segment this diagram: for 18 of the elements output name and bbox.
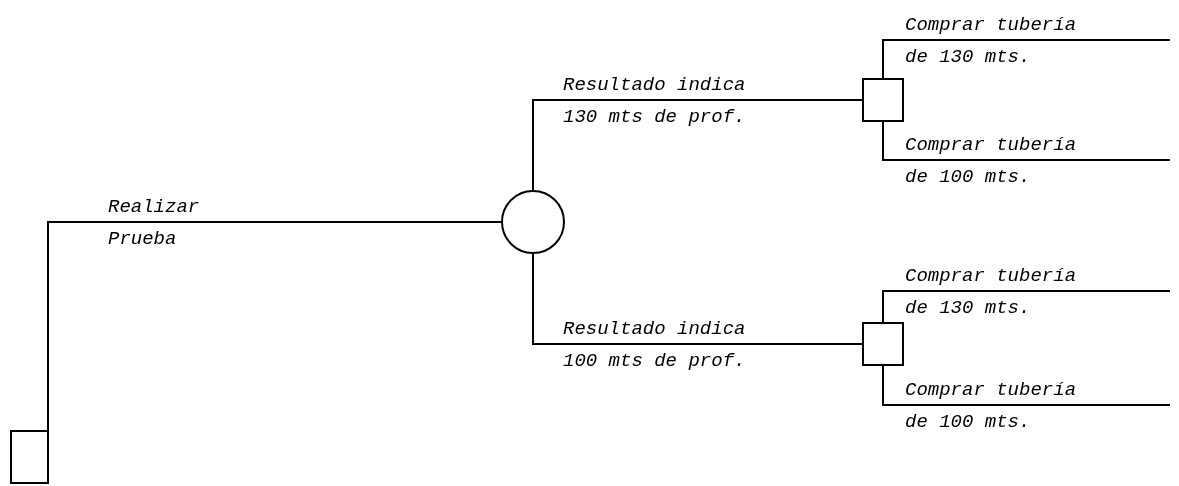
branch-line bbox=[882, 39, 1171, 79]
branch-line bbox=[882, 290, 1171, 323]
branch-line bbox=[882, 121, 1171, 161]
chance-circle bbox=[501, 190, 565, 254]
edge-label: Realizar Prueba bbox=[108, 195, 201, 252]
edge-label: Resultado indica 100 mts de prof. bbox=[563, 317, 747, 374]
decision-box bbox=[862, 78, 904, 122]
branch-line bbox=[532, 99, 863, 191]
branch-line bbox=[882, 365, 1171, 406]
edge-label: Comprar tubería de 130 mts. bbox=[905, 13, 1078, 70]
branch-line bbox=[47, 221, 502, 431]
decision-box bbox=[10, 430, 49, 484]
decision-box bbox=[862, 322, 904, 366]
edge-label: Resultado indica 130 mts de prof. bbox=[563, 73, 747, 130]
edge-label: Comprar tubería de 100 mts. bbox=[905, 133, 1078, 190]
edge-label: Comprar tubería de 100 mts. bbox=[905, 378, 1078, 435]
branch-line bbox=[532, 253, 863, 345]
edge-label: Comprar tubería de 130 mts. bbox=[905, 264, 1078, 321]
